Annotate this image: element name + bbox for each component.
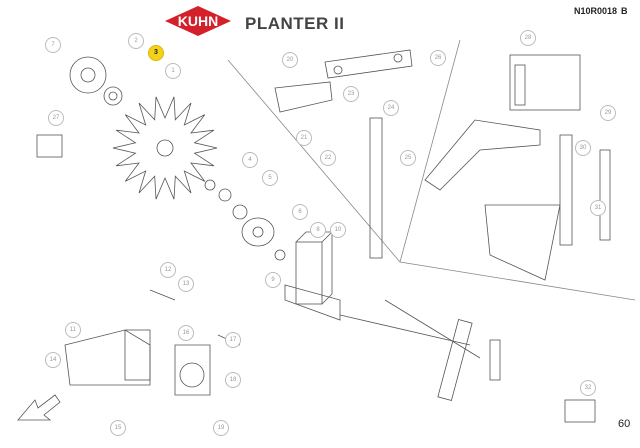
star-wheel xyxy=(112,96,218,200)
hub-flange xyxy=(69,56,107,94)
arm-upper xyxy=(324,49,413,79)
callout-29: 29 xyxy=(600,105,616,121)
decal-left xyxy=(36,134,63,158)
callout-19: 19 xyxy=(213,420,229,436)
callout-8: 8 xyxy=(310,222,326,238)
callout-4: 4 xyxy=(242,152,258,168)
callout-14: 14 xyxy=(45,352,61,368)
section-divider xyxy=(227,59,636,301)
page-title: PLANTER II xyxy=(245,14,345,33)
left-bracket xyxy=(64,329,151,386)
callout-9: 9 xyxy=(265,272,281,288)
page-number: 60 xyxy=(618,418,631,430)
callout-20: 20 xyxy=(282,52,298,68)
callout-3: 3 xyxy=(148,45,164,61)
drive-assembly xyxy=(339,299,501,401)
callout-25: 25 xyxy=(400,150,416,166)
callout-1: 1 xyxy=(165,63,181,79)
callout-32: 32 xyxy=(580,380,596,396)
callout-11: 11 xyxy=(65,322,81,338)
callout-30: 30 xyxy=(575,140,591,156)
callout-10: 10 xyxy=(330,222,346,238)
callout-6: 6 xyxy=(292,204,308,220)
document-reference: N10R0018 xyxy=(574,6,618,16)
callout-17: 17 xyxy=(225,332,241,348)
callout-7: 7 xyxy=(45,37,61,53)
callout-18: 18 xyxy=(225,372,241,388)
callout-26: 26 xyxy=(430,50,446,66)
support-bracket xyxy=(284,231,341,321)
kuhn-logo: KUHN xyxy=(165,6,231,36)
callout-21: 21 xyxy=(296,130,312,146)
shaft-assembly xyxy=(204,179,286,261)
bearing xyxy=(103,86,123,106)
vertical-bar xyxy=(369,117,383,259)
callout-28: 28 xyxy=(520,30,536,46)
mid-bracket xyxy=(174,344,211,396)
callout-16: 16 xyxy=(178,325,194,341)
direction-arrow xyxy=(17,394,61,421)
callout-27: 27 xyxy=(48,110,64,126)
section-divider xyxy=(399,39,461,263)
arm-lower xyxy=(274,81,333,113)
callout-15: 15 xyxy=(110,420,126,436)
decal-right xyxy=(564,399,596,423)
svg-text:KUHN: KUHN xyxy=(178,13,218,29)
lift-arm xyxy=(424,119,611,246)
callout-12: 12 xyxy=(160,262,176,278)
callout-31: 31 xyxy=(590,200,606,216)
callout-24: 24 xyxy=(383,100,399,116)
revision-label: B xyxy=(621,6,628,16)
callout-23: 23 xyxy=(343,86,359,102)
furrow-opener xyxy=(484,204,561,281)
callout-5: 5 xyxy=(262,170,278,186)
callout-2: 2 xyxy=(128,33,144,49)
callout-13: 13 xyxy=(178,276,194,292)
callout-22: 22 xyxy=(320,150,336,166)
mount-plate xyxy=(509,54,581,111)
